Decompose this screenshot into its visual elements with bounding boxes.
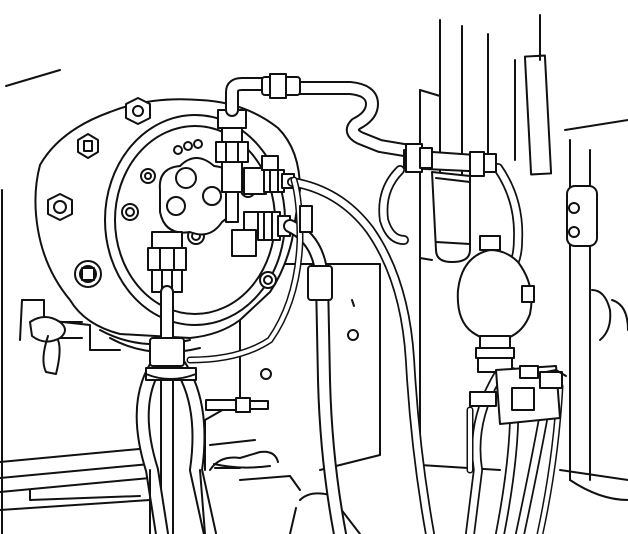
inline-filter	[403, 143, 497, 263]
accumulator-sphere	[456, 249, 533, 342]
latch-screw	[568, 202, 580, 214]
flange-bolt	[74, 260, 102, 288]
flange-bolt	[125, 97, 151, 125]
latch-screw	[568, 226, 580, 238]
flange-bolt	[47, 193, 73, 221]
bottom-frame	[149, 463, 271, 534]
crimp-sleeve	[149, 337, 185, 367]
flange-bolt	[121, 203, 139, 221]
drain-valve	[205, 399, 239, 411]
hex-nut	[257, 211, 281, 241]
crimp-sleeve	[299, 205, 313, 233]
left-bracket	[19, 299, 121, 375]
fitting	[511, 387, 535, 411]
flange-bolt	[140, 168, 156, 184]
rear-support-bar	[523, 54, 553, 176]
suction-port-fitting	[147, 231, 187, 293]
fitting	[539, 371, 563, 389]
accumulator	[456, 235, 535, 373]
pressure-port-fitting	[215, 109, 249, 223]
mounting-bolt-hole	[347, 329, 359, 341]
hex-nut	[147, 247, 187, 271]
hex-nut	[469, 151, 485, 177]
fitting	[469, 391, 497, 407]
crimp-sleeve	[307, 265, 333, 301]
hose-end-fittings	[145, 73, 333, 413]
hex-nut	[475, 347, 515, 359]
hex-nut	[215, 141, 249, 163]
side-port-fittings	[231, 155, 295, 257]
hose-clip	[29, 316, 66, 343]
flange-bolt	[77, 133, 99, 159]
mounting-bolt-hole	[260, 368, 272, 380]
filter-bowl	[431, 171, 471, 263]
lower-manifold	[469, 365, 567, 425]
flange-bolt	[259, 271, 277, 289]
